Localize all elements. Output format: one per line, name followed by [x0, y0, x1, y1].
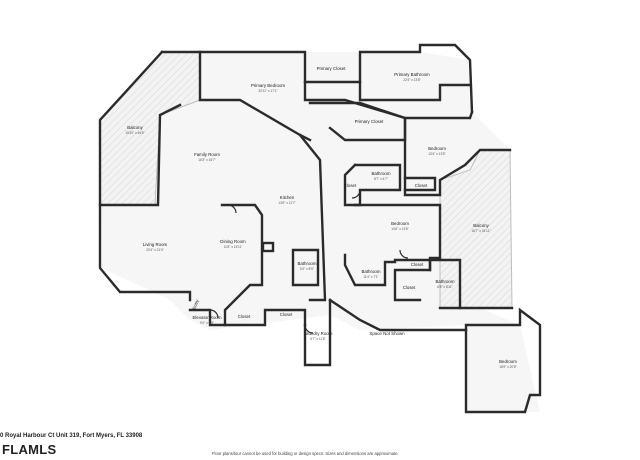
room-label-bedroom-center: Bedroom	[391, 221, 409, 226]
outer-wall-left	[98, 50, 192, 302]
door-swing	[351, 189, 361, 199]
room-dim-living-room: 20'4" x 21'4"	[146, 248, 163, 252]
room-dim-elevator-room: 9'4" x 6'8"	[200, 321, 214, 325]
room-dim-bathroom-center: 5'4" x 8'9"	[300, 267, 314, 271]
room-label-closet-upper-left: Closet	[344, 183, 357, 188]
room-dim-primary-bedroom: 20'11" x 17'1"	[258, 89, 277, 93]
room-label-dining-room: Dining Room	[220, 239, 246, 244]
room-label-primary-bedroom: Primary Bedroom	[251, 83, 286, 88]
room-label-entry: Entry	[191, 298, 199, 310]
primary-bath-walls	[358, 80, 472, 102]
room-label-primary-bathroom: Primary Bathroom	[394, 72, 430, 77]
closet-lower-walls	[393, 258, 432, 302]
room-label-bathroom-upper: Bathroom	[371, 171, 390, 176]
bathroom-upper-walls	[343, 163, 402, 207]
room-label-living-room: Living Room	[143, 242, 168, 247]
room-label-bedroom-upper: Bedroom	[428, 146, 446, 151]
dining-column	[261, 241, 275, 253]
room-label-closet-upper-right: Closet	[415, 183, 428, 188]
room-dim-bathroom-upper: 8'7" x 4'7"	[374, 177, 388, 181]
closet-upper-right-walls	[403, 176, 437, 192]
room-label-laundry-room: Laundry Room	[304, 331, 333, 336]
floor-plan-disclaimer: Floor plans/tour cannot be used for buil…	[212, 451, 399, 456]
primary-closet-mid-walls	[308, 101, 407, 142]
room-label-primary-closet-top: Primary Closet	[317, 66, 347, 71]
room-dim-bathroom-lower-right: 6'8" x 8'11"	[437, 285, 452, 289]
room-label-bathroom-lower-right: Bathroom	[435, 279, 454, 284]
bedroom-lower-walls	[464, 307, 542, 414]
door-swing	[304, 324, 314, 334]
room-label-closet-bottom-a: Closet	[238, 314, 251, 319]
room-label-space-not-shown: Space Not Shown	[369, 331, 405, 336]
room-dim-kitchen: 13'6" x 11'7"	[278, 201, 295, 205]
room-label-closet-lower-a: Closet	[411, 262, 424, 267]
bathroom-lower-walls	[343, 253, 397, 287]
outer-wall-top	[160, 43, 474, 114]
room-label-bedroom-lower: Bedroom	[499, 359, 517, 364]
room-dim-bedroom-center: 14'6" x 13'6"	[391, 227, 408, 231]
room-label-family-room: Family Room	[194, 152, 220, 157]
room-label-kitchen: Kitchen	[280, 195, 295, 200]
room-dim-family-room: 16'3" x 16'7"	[198, 158, 215, 162]
door-swing	[227, 204, 237, 214]
outer-wall-right-upper	[403, 110, 512, 197]
listing-address: 0 Royal Harbour Ct Unit 319, Fort Myers,…	[0, 433, 143, 439]
family-room-walls	[98, 103, 182, 207]
room-label-primary-closet-mid: Primary Closet	[355, 119, 385, 124]
kitchen-walls	[298, 133, 327, 302]
room-label-bathroom-lower: Bathroom	[361, 269, 380, 274]
door-swing	[209, 309, 219, 319]
room-dim-dining-room: 11'8" x 15'11"	[224, 245, 243, 249]
bathroom-lower-right-walls	[428, 258, 462, 310]
room-dim-bathroom-lower: 11'4" x 7'1"	[363, 275, 378, 279]
room-label-balcony-right: Balcony	[473, 223, 489, 228]
room-label-elevator-room: Elevator Room	[192, 315, 221, 320]
bathroom-center-walls	[291, 248, 320, 287]
room-label-closet-bottom-b: Closet	[280, 312, 293, 317]
room-dim-balcony-right: 16'7" x 31'11"	[471, 229, 490, 233]
room-dim-primary-bathroom: 22'4" x 13'8"	[403, 78, 420, 82]
primary-bedroom-walls	[198, 50, 312, 142]
room-dim-bedroom-upper: 13'4" x 13'5"	[428, 152, 445, 156]
dining-walls	[220, 203, 264, 327]
room-label-closet-lower-b: Closet	[403, 285, 416, 290]
room-dim-laundry-room: 5'7" x 11'8"	[310, 337, 325, 341]
door-swing	[399, 249, 409, 259]
laundry-walls	[303, 298, 332, 367]
room-label-bathroom-center: Bathroom	[297, 261, 316, 266]
room-labels: Balcony 15'10" x 46'6" Primary Bedroom 2…	[125, 66, 517, 369]
room-label-balcony-left: Balcony	[127, 125, 143, 130]
space-not-shown-walls	[328, 298, 468, 332]
room-dim-bedroom-lower: 16'9" x 20'8"	[499, 365, 516, 369]
room-dim-balcony-left: 15'10" x 46'6"	[125, 131, 144, 135]
mls-logo: FLAMLS	[2, 442, 57, 457]
